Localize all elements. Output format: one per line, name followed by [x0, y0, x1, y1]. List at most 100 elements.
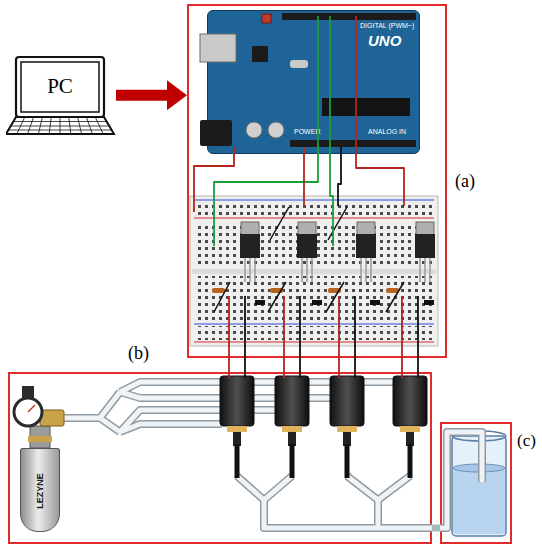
pin-header: [282, 13, 416, 20]
pin-group-label: DIGITAL (PWM~): [360, 22, 414, 29]
capacitor: [268, 122, 284, 138]
signal-wire: [330, 16, 333, 246]
resistor-symbol: [212, 288, 399, 293]
tube-fill: [62, 382, 395, 432]
valve-body: [330, 376, 364, 426]
usb-chip: [252, 46, 268, 62]
power-jack: [200, 120, 232, 146]
keyboard-line: [78, 117, 82, 134]
microcontroller-chip: [322, 98, 410, 116]
panel-label: (a): [455, 172, 475, 190]
valve-wire: [245, 296, 418, 378]
gas-tube: [264, 500, 432, 528]
tube-fill: [237, 476, 432, 528]
mosfet-legs: [420, 258, 430, 282]
rail-line: [194, 341, 434, 342]
mosfet-body: [415, 234, 435, 258]
panel-label: (c): [517, 432, 536, 449]
power-wire: [356, 16, 404, 206]
jumper-wire: [214, 207, 404, 312]
brand-label: LEZYNE: [36, 473, 45, 509]
terminal-holes: [196, 222, 432, 268]
power-rail-holes: [196, 326, 432, 340]
keyboard-line: [86, 117, 92, 134]
gas-tube: [347, 476, 410, 500]
panel-label: (b): [128, 344, 149, 362]
gas-tube: [120, 392, 332, 398]
container-wall: [452, 436, 506, 536]
pin-header: [290, 140, 416, 147]
power-wire: [303, 147, 305, 206]
valve-fitting: [227, 426, 247, 432]
valve-wire: [229, 296, 402, 378]
computer-label: PC: [47, 76, 73, 97]
mosfet-body: [240, 234, 260, 258]
mosfet-body: [297, 234, 317, 258]
resistor-symbol: [212, 288, 225, 293]
arduino-details: [200, 13, 416, 147]
diode-symbol: [312, 300, 322, 305]
rail-line: [194, 217, 434, 218]
valve-fitting: [337, 426, 357, 432]
gas-tube: [347, 476, 410, 500]
mosfet-tab: [357, 222, 375, 236]
gas-tube: [376, 500, 381, 528]
diode-symbol: [370, 300, 380, 305]
keyboard-line: [95, 117, 103, 134]
gas-tube: [62, 414, 100, 422]
valve-nozzle: [288, 432, 296, 446]
mosfet-tab: [241, 222, 259, 236]
breadboard-body: [190, 196, 438, 346]
gas-tube: [120, 392, 332, 398]
gas-tube: [100, 418, 120, 432]
signal-wire: [214, 16, 318, 246]
gas-tube: [100, 392, 120, 418]
gas-tube: [440, 432, 482, 528]
gauge-needle: [28, 405, 35, 412]
valve-nozzle: [343, 432, 351, 446]
co2-regulator: [14, 386, 64, 448]
resistor-symbol: [270, 288, 283, 293]
keyboard-line: [69, 117, 71, 134]
laptop-computer: PC: [6, 55, 116, 137]
ground-wire: [338, 147, 341, 206]
gas-tube: [100, 392, 120, 418]
pin-group-label: POWER: [294, 128, 320, 135]
mosfet-legs: [245, 258, 255, 282]
gas-tube: [120, 410, 277, 432]
laptop-screen: [16, 57, 104, 117]
keyboard-line: [17, 117, 25, 134]
solenoid-valve: [220, 376, 427, 478]
gas-panel: (b)LEZYNE: [8, 372, 432, 544]
valve-nozzle: [233, 432, 241, 446]
power-rail-holes: [196, 202, 432, 216]
tube-outline: [440, 432, 482, 528]
arduino-board: DIGITAL (PWM~)UNOPOWERANALOG IN: [207, 10, 420, 154]
gas-tube: [120, 424, 222, 432]
regulator-outlet: [40, 410, 64, 426]
gas-tube: [100, 418, 120, 432]
valve-body: [393, 376, 427, 426]
crystal: [290, 60, 308, 68]
regulator-neck: [30, 426, 50, 448]
gas-tube: [62, 416, 100, 421]
usb-port: [200, 34, 236, 62]
wiring: [194, 16, 418, 378]
rail-line: [194, 199, 434, 200]
container-panel: (c): [440, 422, 512, 544]
controller-panel: (a)DIGITAL (PWM~)UNOPOWERANALOG IN: [187, 4, 447, 358]
valve-body: [220, 376, 254, 426]
diode-symbol: [424, 300, 434, 305]
pin-group-label: ANALOG IN: [368, 128, 406, 135]
liquid-surface: [453, 464, 505, 472]
mosfet-legs: [361, 258, 371, 282]
valve-body: [275, 376, 309, 426]
mosfet-tab: [416, 222, 434, 236]
center-groove: [192, 269, 436, 274]
co2-cartridge: LEZYNE: [20, 448, 60, 532]
mosfet-body: [356, 234, 376, 258]
gas-tube: [264, 500, 432, 528]
breadboard: [190, 196, 438, 346]
